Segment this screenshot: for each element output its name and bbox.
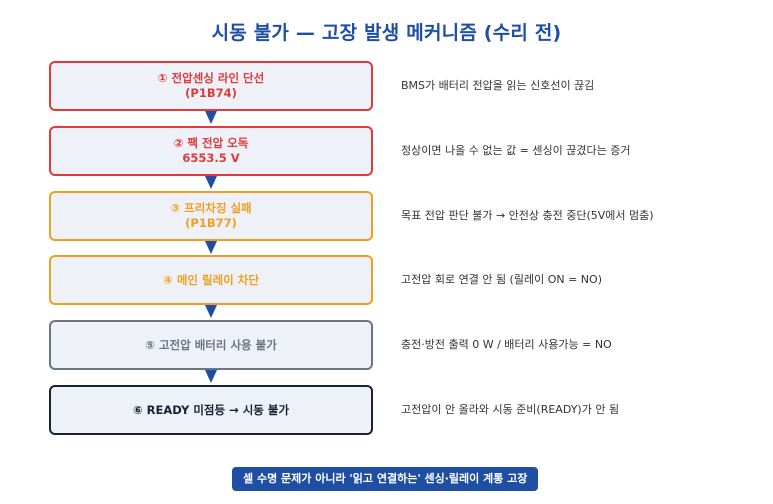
page-title: 시동 불가 — 고장 발생 메커니즘 (수리 전) [211,22,562,44]
arrow-down-icon [205,305,217,319]
step-title: ⑤ 고전압 배터리 사용 불가 [145,337,277,352]
step-description: BMS가 배터리 전압을 읽는 신호선이 끊김 [401,79,595,92]
arrow-down-icon [205,241,217,255]
step-box-hv-battery-unusable: ⑤ 고전압 배터리 사용 불가 [49,320,373,370]
step-box-precharge-failure: ③ 프리차징 실패 (P1B77) [49,191,373,241]
step-box-ready-off-no-start: ⑥ READY 미점등 → 시동 불가 [49,385,373,435]
step-box-main-relay-cutoff: ④ 메인 릴레이 차단 [49,255,373,305]
arrow-down-icon [205,176,217,190]
step-title: ⑥ READY 미점등 → 시동 불가 [132,402,290,417]
step-description: 충전·방전 출력 0 W / 배터리 사용가능 = NO [401,338,612,351]
arrow-down-icon [205,370,217,384]
step-value: 6553.5 V [182,151,240,165]
step-description: 정상이면 나올 수 없는 값 = 센싱이 끊겼다는 증거 [401,144,631,157]
step-description: 고전압 회로 연결 안 됨 (릴레이 ON = NO) [401,273,602,286]
step-box-pack-voltage-misread: ② 팩 전압 오독 6553.5 V [49,126,373,176]
arrow-down-icon [205,111,217,125]
step-code: (P1B77) [185,216,237,230]
conclusion-banner: 셀 수명 문제가 아니라 '읽고 연결하는' 센싱·릴레이 계통 고장 [232,467,539,491]
step-title: ② 팩 전압 오독 [173,136,249,150]
step-description: 고전압이 안 올라와 시동 준비(READY)가 안 됨 [401,403,620,416]
step-box-sensing-line-break: ① 전압센싱 라인 단선 (P1B74) [49,61,373,111]
step-title: ④ 메인 릴레이 차단 [163,272,259,287]
step-title: ③ 프리차징 실패 [170,201,252,215]
step-title: ① 전압센싱 라인 단선 [157,71,265,85]
step-description: 목표 전압 판단 불가 → 안전상 충전 중단(5V에서 멈춤) [401,209,654,222]
step-code: (P1B74) [185,86,237,100]
